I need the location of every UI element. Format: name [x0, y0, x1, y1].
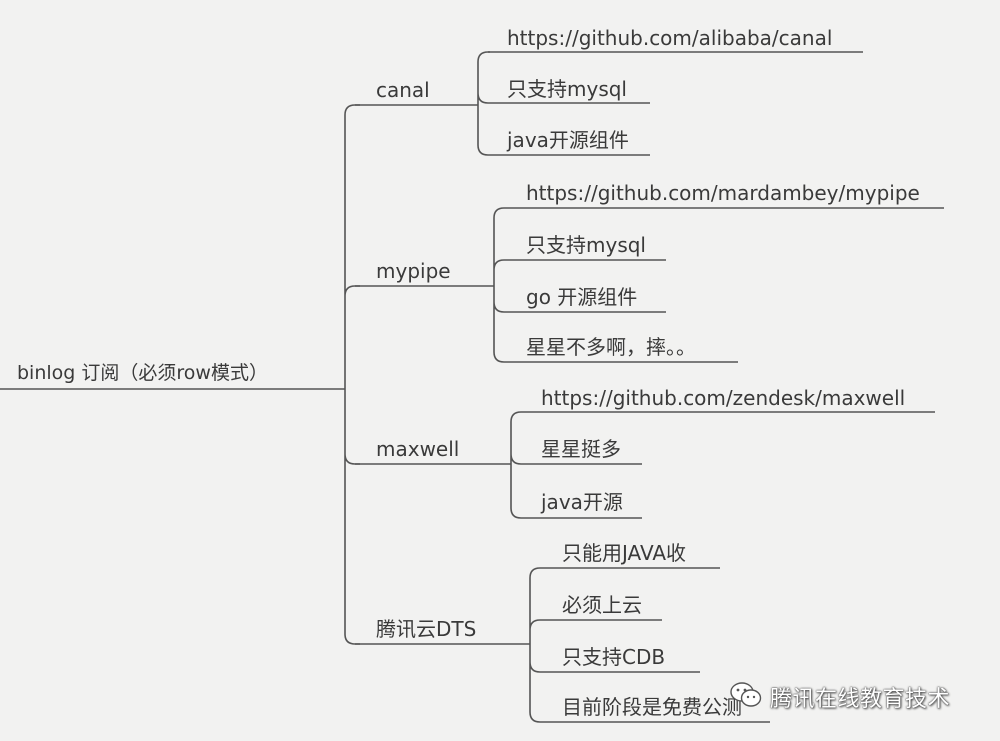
leaf-connector — [529, 567, 541, 723]
watermark-text: 腾讯在线教育技术 — [770, 687, 951, 712]
root-label: binlog 订阅（必须row模式） — [17, 362, 268, 384]
leaf-connector — [477, 51, 490, 156]
branch-label-mypipe: mypipe — [376, 259, 451, 283]
leaf-canal-url: https://github.com/alibaba/canal — [507, 26, 832, 50]
leaf-maxwell-java: java开源 — [540, 490, 623, 514]
leaf-mypipe-mysql: 只支持mysql — [526, 233, 646, 257]
leaf-maxwell-stars: 星星挺多 — [541, 437, 621, 461]
branch-mypipe: mypipe https://github.com/mardambey/mypi… — [355, 181, 944, 363]
branch-canal: canal https://github.com/alibaba/canal 只… — [355, 26, 863, 156]
leaf-dts-cdb: 只支持CDB — [562, 645, 665, 669]
branch-label-maxwell: maxwell — [376, 437, 459, 461]
branch-tencent-dts: 腾讯云DTS 只能用JAVA收 必须上云 只支持CDB 目前阶段是免费公测 — [355, 541, 770, 723]
branch-label-canal: canal — [376, 78, 430, 102]
leaf-dts-cloud: 必须上云 — [562, 593, 642, 617]
leaf-mypipe-url: https://github.com/mardambey/mypipe — [526, 181, 920, 205]
leaf-connector — [510, 411, 522, 519]
leaf-canal-mysql: 只支持mysql — [507, 77, 627, 101]
root-node: binlog 订阅（必须row模式） — [0, 362, 345, 390]
leaf-mypipe-go: go 开源组件 — [526, 285, 637, 309]
leaf-mypipe-stars: 星星不多啊，摔。。 — [526, 335, 696, 359]
wechat-icon — [730, 681, 762, 713]
leaf-dts-java: 只能用JAVA收 — [562, 541, 686, 565]
branch-label-tencent-dts: 腾讯云DTS — [376, 617, 476, 641]
branch-maxwell: maxwell https://github.com/zendesk/maxwe… — [355, 386, 935, 519]
leaf-dts-free: 目前阶段是免费公测 — [562, 695, 742, 719]
trunk-connector — [344, 104, 360, 645]
leaf-canal-java: java开源组件 — [506, 128, 629, 152]
leaf-connector — [493, 207, 505, 363]
watermark: 腾讯在线教育技术 — [730, 680, 950, 714]
leaf-maxwell-url: https://github.com/zendesk/maxwell — [541, 386, 905, 410]
